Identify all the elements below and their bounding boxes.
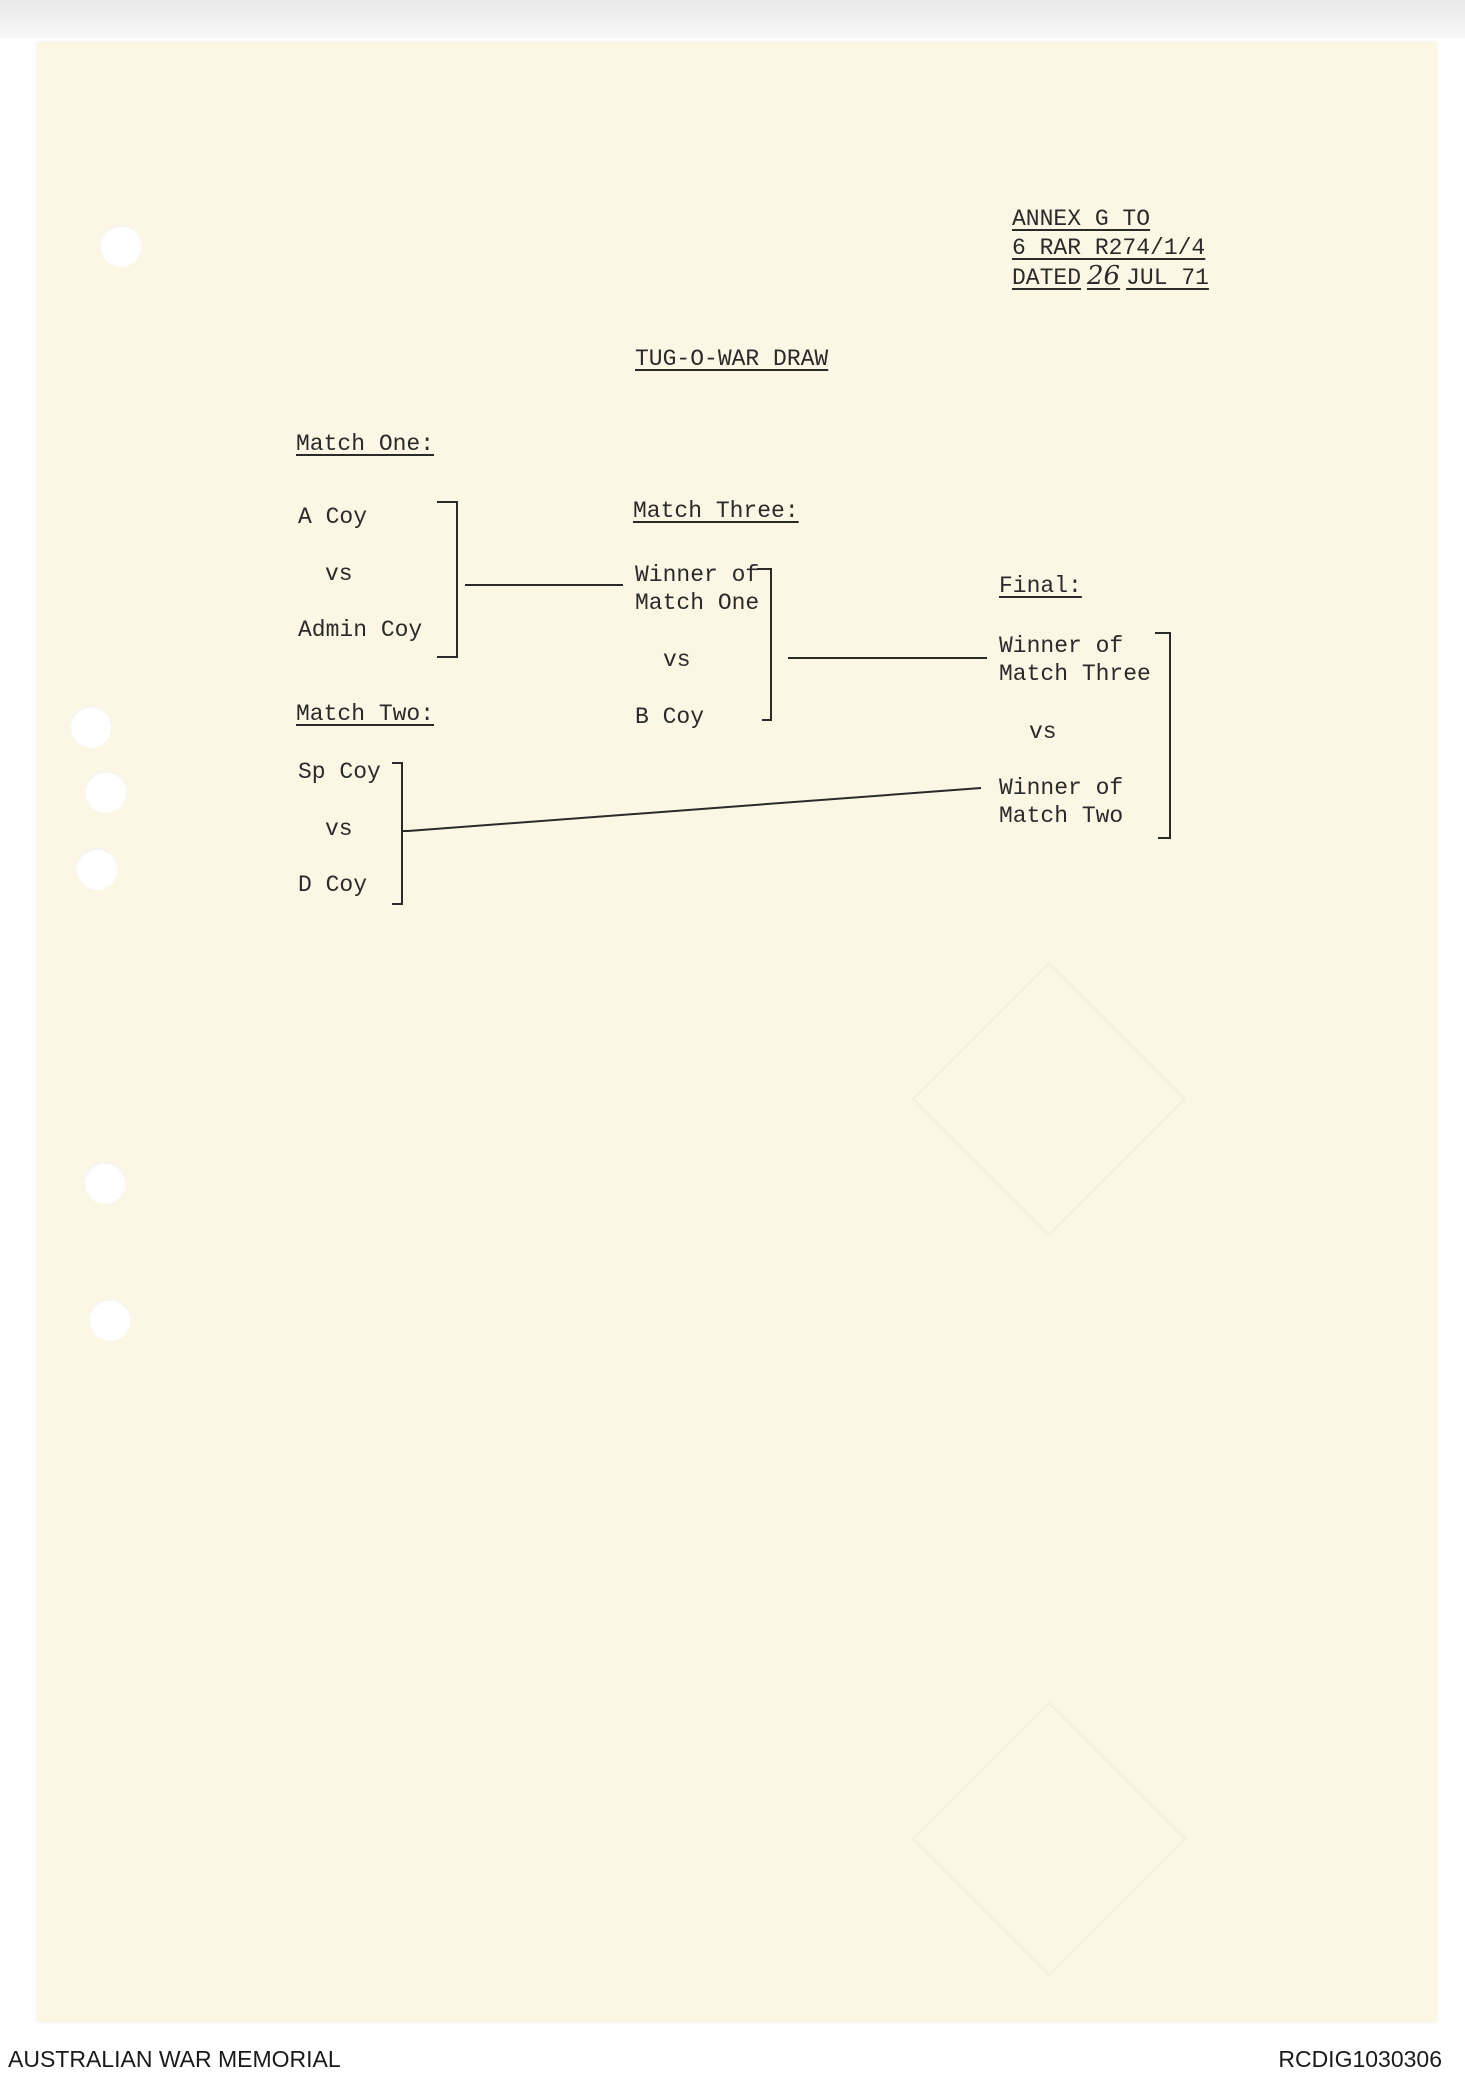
match-one-team-a: A Coy	[298, 504, 368, 530]
match-two-vs: vs	[325, 816, 353, 842]
match-three-winner-line1: Winner of	[635, 562, 760, 588]
punch-hole	[89, 1299, 131, 1341]
punch-hole	[70, 706, 112, 748]
annex-line-2: 6 RAR R274/1/4	[1012, 235, 1206, 261]
match-three-vs: vs	[663, 647, 691, 673]
match-three-bracket	[757, 568, 772, 721]
match-two-bracket	[392, 762, 403, 905]
punch-hole	[100, 225, 142, 267]
match-one-vs: vs	[325, 561, 353, 587]
match-one-team-b: Admin Coy	[298, 617, 423, 643]
punch-hole	[85, 771, 127, 813]
handwritten-date: 26	[1087, 261, 1121, 291]
scan-top-strip	[0, 0, 1465, 38]
match-two-team-b: D Coy	[298, 872, 368, 898]
final-a-line1: Winner of	[999, 633, 1124, 659]
match-one-heading: Match One:	[296, 431, 435, 457]
final-heading: Final:	[999, 573, 1082, 599]
match-two-team-a: Sp Coy	[298, 759, 381, 785]
footer-id: RCDIG1030306	[1278, 2046, 1442, 2072]
match-three-heading: Match Three:	[633, 498, 799, 524]
punch-hole	[84, 1162, 126, 1204]
match-two-connector	[402, 787, 982, 832]
final-vs: vs	[1029, 719, 1057, 745]
document-page	[37, 42, 1437, 2022]
annex-line-1: ANNEX G TO	[1012, 206, 1151, 232]
date-month-year: JUL 71	[1126, 265, 1209, 291]
final-b-line1: Winner of	[999, 775, 1124, 801]
punch-hole	[76, 848, 118, 890]
page-title: TUG-O-WAR DRAW	[635, 346, 829, 372]
final-bracket	[1155, 632, 1171, 839]
match-one-bracket	[437, 501, 458, 658]
match-three-winner-line2: Match One	[635, 590, 760, 616]
match-two-heading: Match Two:	[296, 701, 435, 727]
final-b-line2: Match Two	[999, 803, 1124, 829]
match-three-team-b: B Coy	[635, 704, 705, 730]
dated-label: DATED	[1012, 265, 1082, 291]
footer-source: AUSTRALIAN WAR MEMORIAL	[8, 2046, 341, 2072]
final-a-line2: Match Three	[999, 661, 1151, 687]
